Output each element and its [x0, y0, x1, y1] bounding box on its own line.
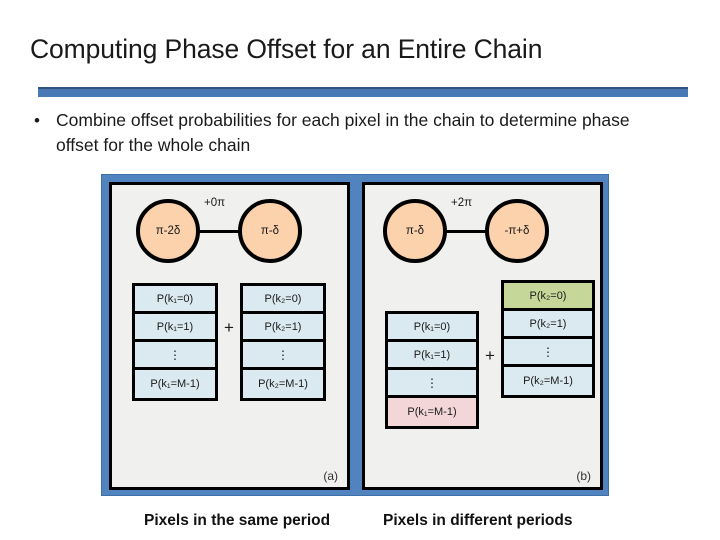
caption-panel-b: Pixels in different periods: [383, 512, 573, 529]
operator-b-plus: +: [485, 346, 495, 365]
table-row: ⋮: [135, 342, 215, 370]
panel-a: π-2δ +0π π-δ P(k₁=0) P(k₁=1) ⋮ P(k₁=M-1)…: [109, 182, 350, 490]
node-b-right-label: -π+δ: [504, 225, 530, 237]
edge-b-label: +2π: [451, 197, 473, 209]
table-b-left: P(k₁=0) P(k₁=1) ⋮ P(k₁=M-1): [385, 311, 479, 429]
list-item: • Combine offset probabilities for each …: [34, 108, 674, 158]
table-row: P(k₂=1): [504, 311, 592, 339]
table-row: P(k₁=0): [135, 286, 215, 314]
table-row: P(k₁=1): [135, 314, 215, 342]
table-row: P(k₁=M-1): [135, 370, 215, 398]
operator-a-plus: +: [224, 318, 234, 337]
table-row: P(k₂=M-1): [243, 370, 323, 398]
table-row: ⋮: [388, 370, 476, 398]
table-row: P(k₂=0): [243, 286, 323, 314]
panel-a-label: (a): [323, 469, 338, 483]
node-a-left-label: π-2δ: [155, 225, 181, 237]
node-a-left: π-2δ: [136, 199, 200, 263]
edge-a: [198, 230, 240, 233]
table-a-left: P(k₁=0) P(k₁=1) ⋮ P(k₁=M-1): [132, 283, 218, 401]
title-divider: [38, 87, 688, 97]
table-row: P(k₁=M-1): [388, 398, 476, 426]
edge-a-label: +0π: [204, 197, 226, 209]
table-row: P(k₂=0): [504, 283, 592, 311]
node-a-right: π-δ: [238, 199, 302, 263]
table-row: P(k₂=M-1): [504, 367, 592, 395]
bullet-list: • Combine offset probabilities for each …: [34, 108, 674, 158]
table-row: ⋮: [243, 342, 323, 370]
node-b-right: -π+δ: [485, 199, 549, 263]
bullet-item-text: Combine offset probabilities for each pi…: [56, 110, 630, 155]
caption-panel-a: Pixels in the same period: [144, 512, 331, 529]
node-a-right-label: π-δ: [260, 225, 280, 237]
table-row: ⋮: [504, 339, 592, 367]
figure-frame: π-2δ +0π π-δ P(k₁=0) P(k₁=1) ⋮ P(k₁=M-1)…: [101, 174, 609, 496]
bullet-marker-icon: •: [34, 111, 40, 130]
page-title: Computing Phase Offset for an Entire Cha…: [30, 34, 543, 64]
table-row: P(k₂=1): [243, 314, 323, 342]
table-row: P(k₁=0): [388, 314, 476, 342]
table-b-right: P(k₂=0) P(k₂=1) ⋮ P(k₂=M-1): [501, 280, 595, 398]
panel-b-label: (b): [576, 469, 591, 483]
table-a-right: P(k₂=0) P(k₂=1) ⋮ P(k₂=M-1): [240, 283, 326, 401]
node-b-left-label: π-δ: [405, 225, 425, 237]
node-b-left: π-δ: [383, 199, 447, 263]
edge-b: [445, 230, 487, 233]
table-row: P(k₁=1): [388, 342, 476, 370]
panel-b: π-δ +2π -π+δ P(k₁=0) P(k₁=1) ⋮ P(k₁=M-1)…: [362, 182, 603, 490]
